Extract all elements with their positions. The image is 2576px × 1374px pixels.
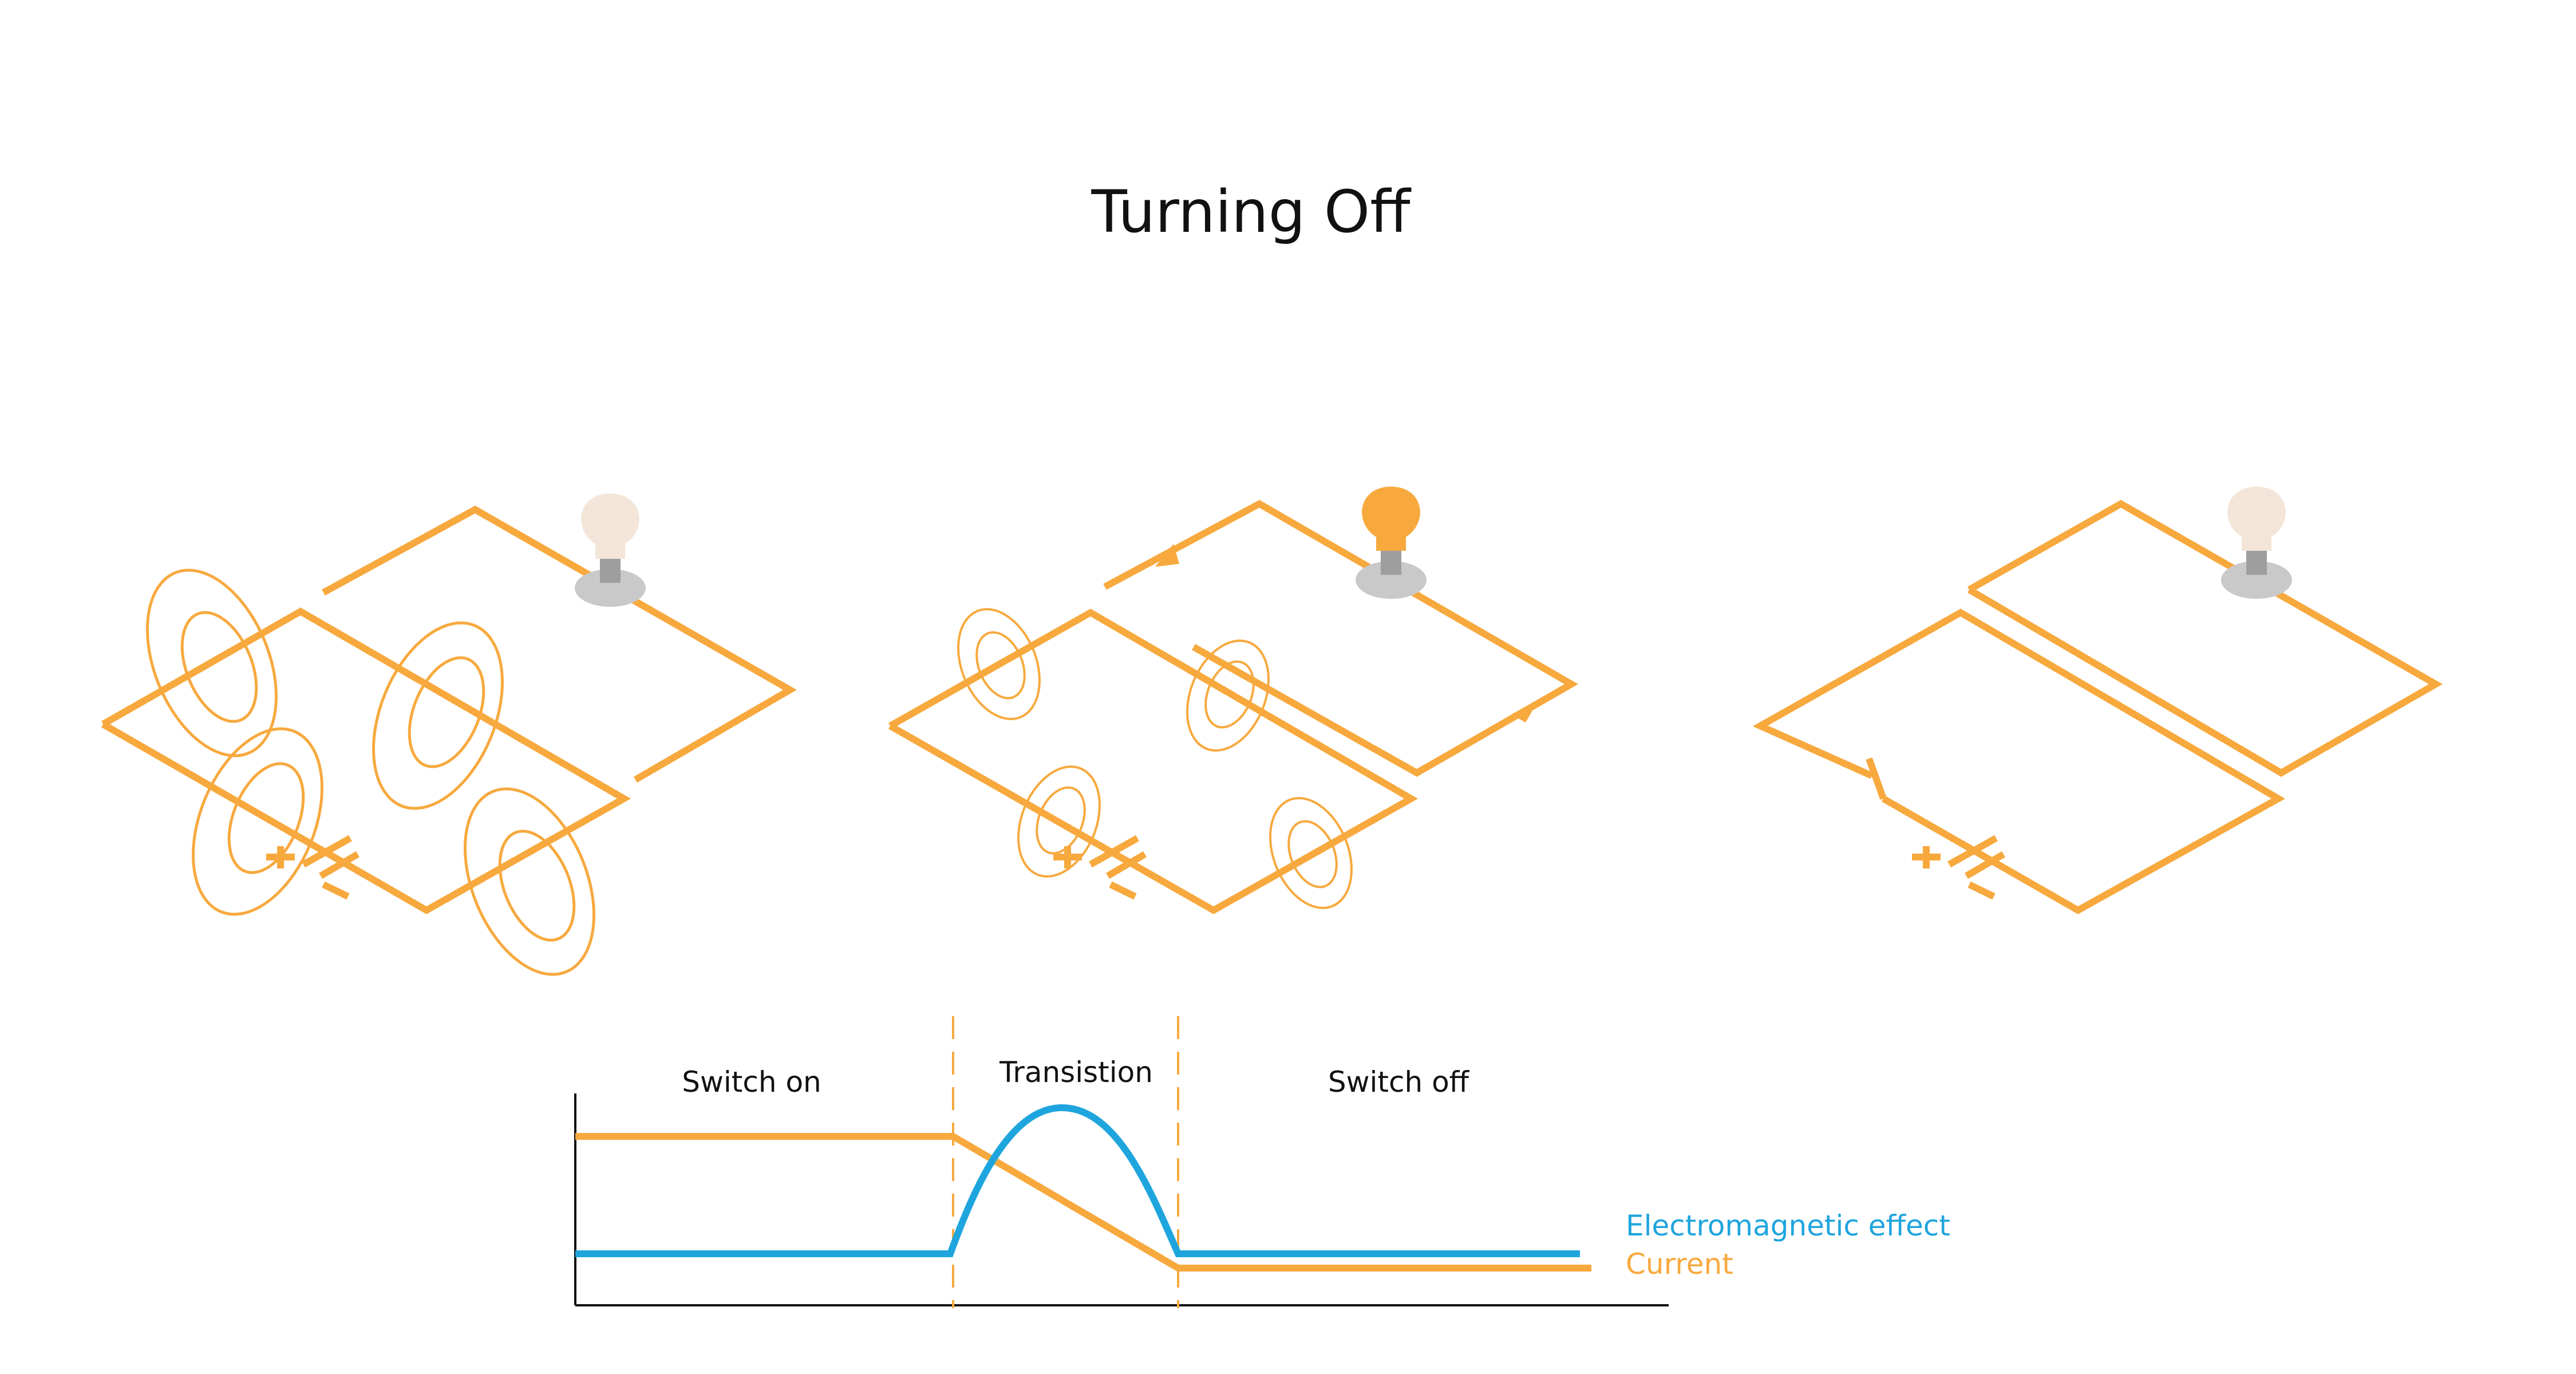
page-title: Turning Off bbox=[1091, 178, 1412, 246]
electromagnetic-effect-line bbox=[575, 1104, 1580, 1257]
light-bulb-off bbox=[575, 493, 646, 607]
legend-electromagnetic-effect: Electromagnetic effect bbox=[1626, 1209, 1950, 1242]
light-bulb-lit bbox=[1356, 487, 1427, 599]
timeline-graph: Switch on Transistion Switch off Electro… bbox=[574, 1016, 1950, 1308]
circuit-wire bbox=[888, 500, 1579, 914]
phase-label-switch-off: Switch off bbox=[1328, 1065, 1470, 1099]
circuit-wire bbox=[1752, 500, 2443, 914]
open-switch bbox=[1866, 757, 1887, 800]
current-line bbox=[575, 1133, 1591, 1272]
light-bulb-off bbox=[2221, 487, 2292, 599]
battery bbox=[1053, 835, 1147, 900]
magnetic-field-loops bbox=[146, 568, 595, 976]
circuit-wire bbox=[101, 506, 797, 914]
legend-current: Current bbox=[1626, 1247, 1733, 1281]
panel-switch-on bbox=[101, 493, 797, 976]
fading-field-loops bbox=[957, 608, 1353, 909]
phase-label-switch-on: Switch on bbox=[682, 1065, 821, 1099]
phase-label-transition: Transistion bbox=[999, 1056, 1153, 1089]
current-direction-arrows bbox=[1155, 544, 1539, 722]
panel-transition bbox=[888, 487, 1579, 914]
battery bbox=[1912, 835, 2006, 900]
panel-switch-off bbox=[1752, 487, 2443, 914]
